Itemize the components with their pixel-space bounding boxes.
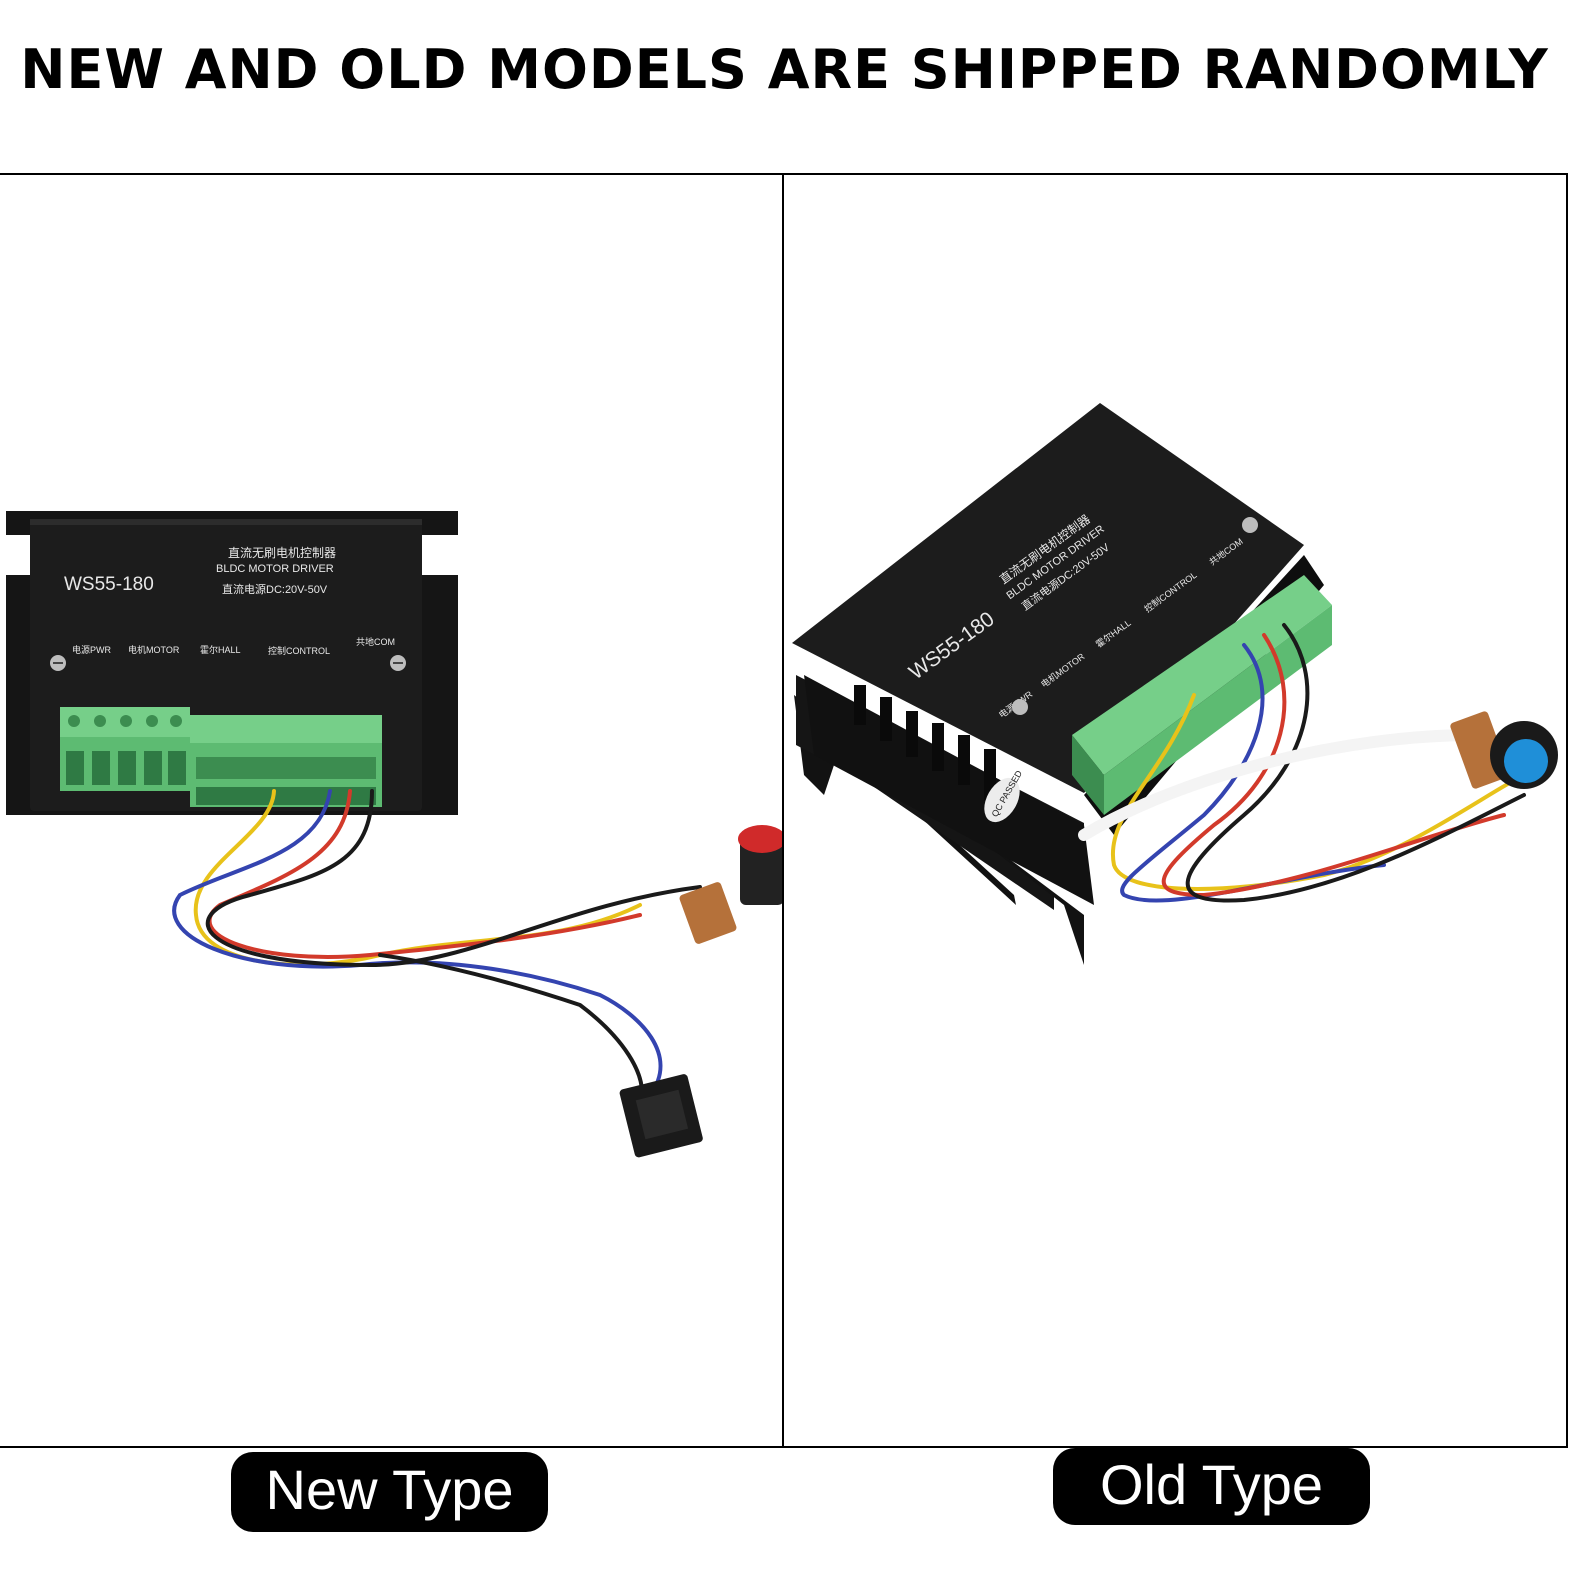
title-cn: 直流无刷电机控制器: [228, 546, 336, 560]
group-pwr: 电源PWR: [72, 644, 111, 655]
terminal-block-top: [1072, 575, 1332, 775]
blue-knob: [1504, 739, 1548, 783]
group-hall: 霍尔HALL: [200, 644, 241, 655]
potentiometer: [679, 825, 782, 944]
title-en: BLDC MOTOR DRIVER: [216, 563, 334, 575]
screw: [1242, 517, 1258, 533]
old-type-device-photo: WS55-180 直流无刷电机控制器 BLDC MOTOR DRIVER 直流电…: [792, 403, 1558, 965]
new-type-label: New Type: [231, 1452, 548, 1532]
new-type-device-photo: WS55-180 直流无刷电机控制器 BLDC MOTOR DRIVER 直流电…: [0, 511, 782, 1158]
hall-control-terminal-block: [190, 715, 382, 807]
group-control: 控制CONTROL: [268, 645, 330, 656]
group-motor: 电机MOTOR: [128, 644, 180, 655]
power-spec: 直流电源DC:20V-50V: [222, 582, 328, 596]
driver-body: [792, 403, 1304, 793]
screw: [1012, 699, 1028, 715]
vent-slots: [854, 685, 996, 801]
red-knob: [738, 825, 782, 853]
group-com: 共地COM: [356, 636, 395, 647]
old-type-panel: WS55-180 直流无刷电机控制器 BLDC MOTOR DRIVER 直流电…: [782, 173, 1568, 1448]
model-label: WS55-180: [64, 574, 154, 595]
wire-bundle: [172, 789, 702, 1107]
potentiometer: [1450, 711, 1558, 789]
old-type-label: Old Type: [1053, 1448, 1370, 1525]
new-type-panel: WS55-180 直流无刷电机控制器 BLDC MOTOR DRIVER 直流电…: [0, 173, 784, 1448]
headline: NEW AND OLD MODELS ARE SHIPPED RANDOMLY: [20, 38, 1549, 101]
wire-bundle: [1078, 623, 1526, 903]
rocker-switch: [619, 1074, 703, 1158]
power-motor-terminal-block: [60, 707, 190, 791]
